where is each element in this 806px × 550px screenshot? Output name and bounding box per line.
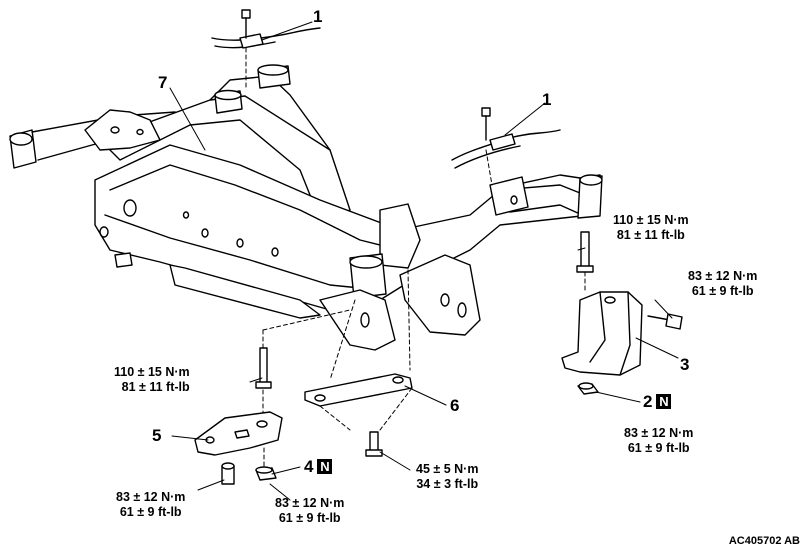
- nut-4: [255, 447, 277, 481]
- torque-ftlb: 61 ± 9 ft-lb: [119, 505, 182, 519]
- torque-nm: 110 ± 15 N·m: [114, 365, 190, 379]
- torque-ftlb: 61 ± 9 ft-lb: [691, 284, 754, 298]
- alignment-lines: [329, 269, 411, 381]
- leader-lines: [169, 21, 679, 501]
- callout-1-top: 1: [313, 7, 323, 26]
- crossmember-frame: [9, 64, 603, 351]
- wire-harness-top: [211, 9, 321, 91]
- torque-nm: 45 ± 5 N·m: [416, 462, 479, 476]
- torque-left-bolt: 110 ± 15 N·m 81 ± 11 ft-lb: [114, 365, 190, 395]
- torque-ftlb: 61 ± 9 ft-lb: [627, 441, 690, 455]
- callout-4-number: 4: [304, 457, 314, 476]
- torque-nm: 83 ± 12 N·m: [275, 496, 345, 510]
- figure-code: AC405702 AB: [728, 535, 800, 547]
- bolt-bottom-left: [221, 462, 235, 485]
- nut-2: [577, 382, 599, 395]
- torque-nm: 83 ± 12 N·m: [688, 269, 758, 283]
- torque-ftlb: 81 ± 11 ft-lb: [121, 380, 190, 394]
- part-6-stay: [304, 373, 413, 431]
- part-3-bracket: [561, 291, 643, 376]
- torque-right-bolt: 83 ± 12 N·m 61 ± 9 ft-lb: [688, 269, 757, 299]
- bolt-3: [647, 313, 683, 330]
- bolt-left: [255, 309, 351, 413]
- torque-upper-right: 110 ± 15 N·m 81 ± 11 ft-lb: [613, 213, 689, 243]
- new-part-badge: N: [317, 459, 333, 474]
- torque-ftlb: 61 ± 9 ft-lb: [278, 511, 341, 525]
- torque-bottom-center: 83 ± 12 N·m 61 ± 9 ft-lb: [275, 496, 344, 526]
- torque-right-nut: 83 ± 12 N·m 61 ± 9 ft-lb: [624, 426, 693, 456]
- torque-ftlb: 81 ± 11 ft-lb: [616, 228, 685, 242]
- torque-nm: 83 ± 12 N·m: [624, 426, 694, 440]
- wire-harness-right: [451, 107, 561, 186]
- new-part-badge: N: [656, 394, 672, 409]
- callout-6: 6: [450, 396, 460, 415]
- callout-3: 3: [680, 355, 690, 374]
- callout-1-right: 1: [542, 90, 552, 109]
- torque-bottom-left: 83 ± 12 N·m 61 ± 9 ft-lb: [116, 490, 185, 520]
- callout-5: 5: [152, 426, 162, 445]
- torque-nm: 110 ± 15 N·m: [613, 213, 689, 227]
- callout-2-number: 2: [643, 392, 653, 411]
- part-5-bracket: [194, 411, 283, 456]
- bolt-upper-right: [576, 231, 594, 293]
- callout-7: 7: [158, 73, 168, 92]
- torque-center-bolt: 45 ± 5 N·m 34 ± 3 ft-lb: [416, 462, 478, 492]
- bolt-6: [365, 431, 383, 457]
- torque-nm: 83 ± 12 N·m: [116, 490, 186, 504]
- torque-ftlb: 34 ± 3 ft-lb: [416, 477, 479, 491]
